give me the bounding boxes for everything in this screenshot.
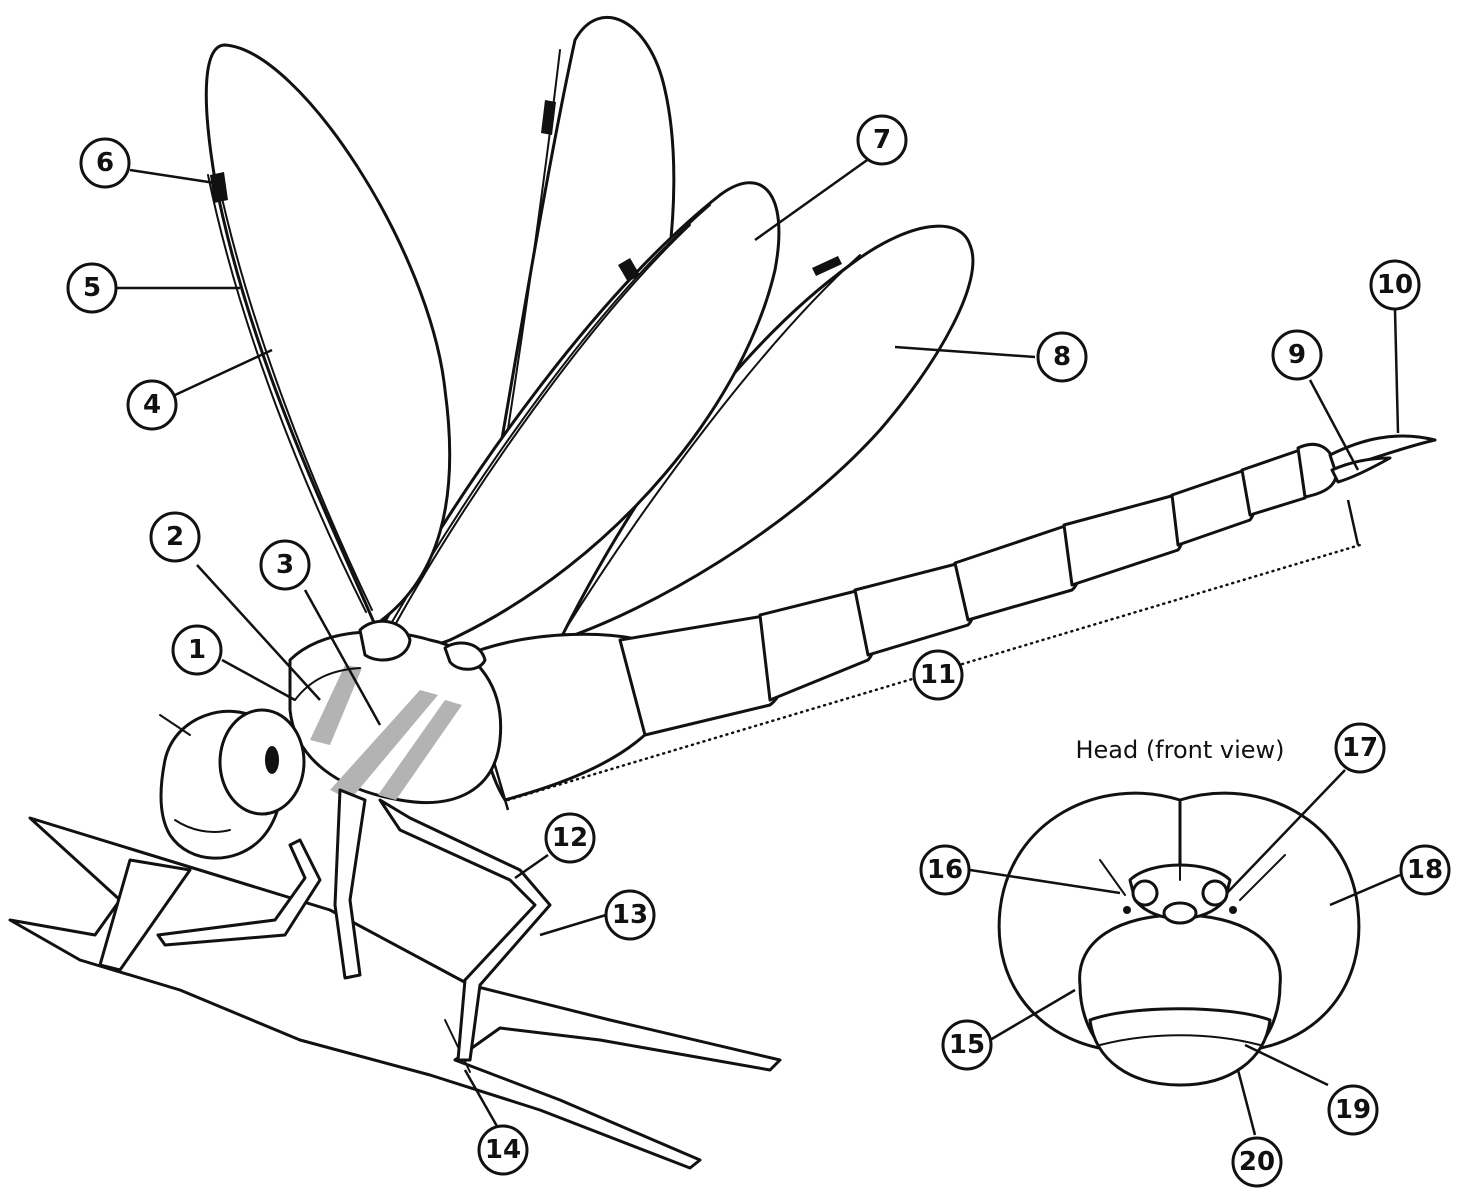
caption-head-front-view: Head (front view) <box>1075 736 1284 764</box>
callout-16: 16 <box>921 846 969 894</box>
svg-text:20: 20 <box>1239 1147 1275 1177</box>
callout-20: 20 <box>1233 1138 1281 1186</box>
svg-text:2: 2 <box>166 522 184 552</box>
callout-1: 1 <box>173 626 221 674</box>
svg-text:12: 12 <box>552 823 588 853</box>
svg-text:14: 14 <box>485 1135 521 1165</box>
callout-7: 7 <box>858 116 906 164</box>
callout-9: 9 <box>1273 331 1321 379</box>
callout-4: 4 <box>128 381 176 429</box>
callout-14: 14 <box>479 1126 527 1174</box>
callout-10: 10 <box>1371 261 1419 309</box>
svg-text:17: 17 <box>1342 733 1378 763</box>
callout-18: 18 <box>1401 846 1449 894</box>
callout-15: 15 <box>943 1021 991 1069</box>
callout-5: 5 <box>68 264 116 312</box>
svg-text:8: 8 <box>1053 342 1071 372</box>
svg-text:7: 7 <box>873 125 891 155</box>
callout-8: 8 <box>1038 333 1086 381</box>
callout-19: 19 <box>1329 1086 1377 1134</box>
wings <box>206 17 973 646</box>
callout-13: 13 <box>606 891 654 939</box>
svg-text:4: 4 <box>143 390 161 420</box>
svg-text:5: 5 <box>83 273 101 303</box>
head-front-view <box>999 793 1359 1085</box>
svg-text:19: 19 <box>1335 1095 1371 1125</box>
wing-fore-left <box>206 45 449 625</box>
svg-text:1: 1 <box>188 635 206 665</box>
svg-text:10: 10 <box>1377 270 1413 300</box>
svg-text:3: 3 <box>276 550 294 580</box>
svg-text:18: 18 <box>1407 855 1443 885</box>
callout-2: 2 <box>151 513 199 561</box>
callout-17: 17 <box>1336 724 1384 772</box>
callout-6: 6 <box>81 139 129 187</box>
svg-text:16: 16 <box>927 855 963 885</box>
callout-12: 12 <box>546 814 594 862</box>
callout-3: 3 <box>261 541 309 589</box>
head-side <box>160 710 304 858</box>
svg-text:6: 6 <box>96 148 114 178</box>
svg-text:11: 11 <box>920 660 956 690</box>
callout-11: 11 <box>914 651 962 699</box>
thorax <box>290 621 501 802</box>
svg-text:13: 13 <box>612 900 648 930</box>
svg-text:9: 9 <box>1288 340 1306 370</box>
svg-text:15: 15 <box>949 1030 985 1060</box>
